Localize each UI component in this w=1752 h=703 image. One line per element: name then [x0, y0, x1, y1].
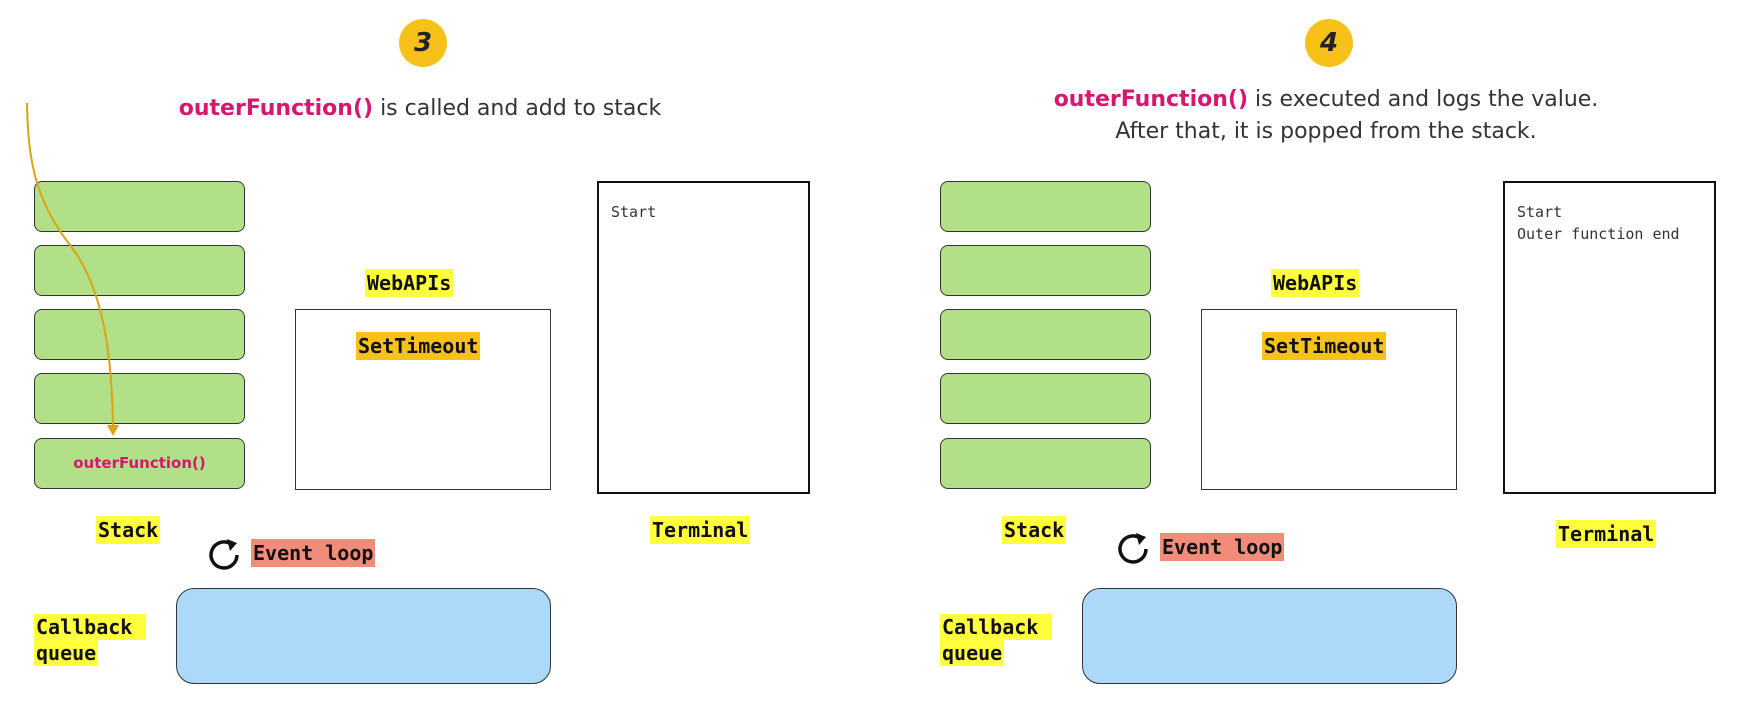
terminal-line: Outer function end [1517, 225, 1680, 243]
callback-queue-label: Callback queue [34, 614, 147, 666]
stack-slot-outer-function: outerFunction() [34, 438, 245, 489]
stack-slot [34, 309, 245, 360]
step-4-panel: 4 outerFunction() is executed and logs t… [906, 0, 1752, 703]
caption-text: is called and add to stack [373, 96, 662, 121]
stack-slot [940, 245, 1151, 296]
caption-line-1: outerFunction() is executed and logs the… [966, 84, 1686, 116]
terminal-box: Start Outer function end [1503, 181, 1716, 494]
step-badge: 3 [399, 19, 447, 67]
webapis-box: SetTimeout [1201, 309, 1457, 490]
webapis-label: WebAPIs [1271, 269, 1360, 297]
stack-label: Stack [1002, 516, 1067, 544]
webapis-label: WebAPIs [365, 269, 454, 297]
caption-text: is executed and logs the value. [1248, 87, 1599, 112]
step-badge: 4 [1305, 19, 1353, 67]
caption-line-2: After that, it is popped from the stack. [1115, 119, 1537, 144]
callback-label-line1: Callback [34, 614, 147, 640]
refresh-icon [209, 539, 239, 570]
terminal-box: Start [597, 181, 810, 494]
terminal-line: Start [611, 203, 657, 221]
stack-slot [34, 181, 245, 232]
stack-item-label: outerFunction() [73, 454, 206, 472]
webapis-box: SetTimeout [295, 309, 551, 490]
event-loop-label: Event loop [1160, 533, 1285, 561]
callback-label-line2: queue [34, 640, 99, 666]
callback-queue-label: Callback queue [940, 614, 1053, 666]
step-3-panel: 3 outerFunction() is called and add to s… [26, 19, 810, 684]
terminal-label: Terminal [1556, 520, 1657, 548]
step-caption: outerFunction() is executed and logs the… [966, 84, 1686, 148]
stack-slot [940, 373, 1151, 424]
stack-slot [940, 309, 1151, 360]
step-caption: outerFunction() is called and add to sta… [60, 93, 780, 125]
callback-queue-box [176, 588, 551, 684]
push-arrow [26, 102, 119, 436]
callback-queue-box [1082, 588, 1457, 684]
stack-slot [34, 373, 245, 424]
stack-slot [940, 438, 1151, 489]
terminal-label: Terminal [650, 516, 751, 544]
refresh-icon [1118, 533, 1148, 564]
settimeout-label: SetTimeout [356, 332, 481, 360]
stack-slot [940, 181, 1151, 232]
settimeout-label: SetTimeout [1262, 332, 1387, 360]
event-loop-label: Event loop [251, 539, 376, 567]
stack-slot [34, 245, 245, 296]
stack-label: Stack [96, 516, 161, 544]
callback-label-line2: queue [940, 640, 1005, 666]
callback-label-line1: Callback [940, 614, 1053, 640]
caption-function-name: outerFunction() [1053, 87, 1248, 112]
caption-function-name: outerFunction() [178, 96, 374, 121]
terminal-line: Start [1517, 203, 1563, 221]
